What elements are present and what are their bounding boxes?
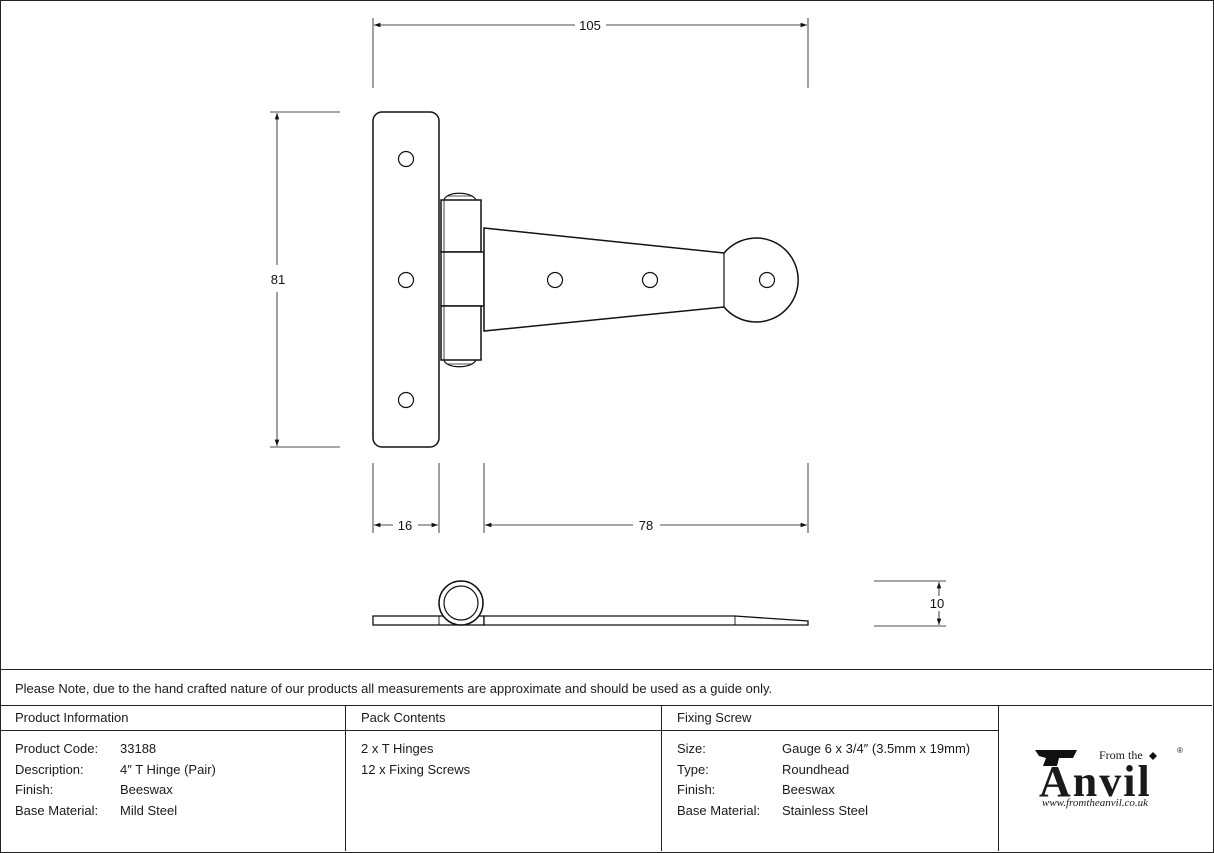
panel-title: Fixing Screw bbox=[677, 710, 752, 725]
side-knuckle-inner bbox=[443, 585, 479, 621]
pack-item: 12 x Fixing Screws bbox=[361, 762, 471, 777]
pack-contents-panel: Pack Contents 2 x T Hinges 12 x Fixing S… bbox=[346, 706, 662, 851]
logo-registered: ® bbox=[1177, 746, 1183, 755]
side-strap bbox=[483, 615, 809, 626]
technical-drawing: 105 81 16 78 10 bbox=[270, 18, 946, 627]
screw-hole bbox=[397, 391, 415, 409]
hinge-strap bbox=[483, 227, 799, 332]
screw-label: Base Material: bbox=[677, 803, 761, 818]
logo-url: www.fromtheanvil.co.uk bbox=[1042, 797, 1149, 809]
dimension-thickness: 10 bbox=[930, 596, 944, 611]
screw-value: Roundhead bbox=[782, 762, 850, 777]
info-value: 4″ T Hinge (Pair) bbox=[120, 762, 216, 777]
info-label: Finish: bbox=[15, 782, 54, 797]
dimension-plate-width: 16 bbox=[398, 518, 412, 533]
pack-item: 2 x T Hinges bbox=[361, 741, 434, 756]
panel-header: Product Information bbox=[0, 706, 345, 731]
info-value: 33188 bbox=[120, 741, 157, 756]
screw-row: Finish: Beeswax bbox=[677, 782, 835, 797]
knuckle-bottom bbox=[440, 305, 482, 361]
info-row: Product Code: 33188 bbox=[15, 741, 156, 756]
info-value: Mild Steel bbox=[120, 803, 178, 818]
fixing-screw-panel: Fixing Screw Size: Gauge 6 x 3/4″ (3.5mm… bbox=[662, 706, 999, 851]
pin-cap-bottom bbox=[443, 359, 477, 368]
dimension-overall-width: 105 bbox=[579, 18, 601, 33]
disclaimer-text: Please Note, due to the hand crafted nat… bbox=[15, 681, 773, 696]
panel-header: Pack Contents bbox=[346, 706, 661, 731]
panel-title: Pack Contents bbox=[361, 710, 446, 725]
side-knuckle-outer bbox=[438, 580, 484, 626]
screw-row: Size: Gauge 6 x 3/4″ (3.5mm x 19mm) bbox=[677, 741, 970, 756]
screw-label: Type: bbox=[677, 762, 709, 777]
hinge-plate bbox=[372, 111, 440, 448]
disclaimer-row: Please Note, due to the hand crafted nat… bbox=[0, 669, 1212, 706]
screw-hole bbox=[546, 271, 564, 289]
info-label: Description: bbox=[15, 762, 84, 777]
screw-value: Beeswax bbox=[782, 782, 835, 797]
info-label: Base Material: bbox=[15, 803, 99, 818]
panel-title: Product Information bbox=[15, 710, 129, 725]
info-value: Beeswax bbox=[120, 782, 173, 797]
anvil-icon bbox=[1035, 750, 1157, 766]
logo-brand: Anvil bbox=[1039, 757, 1152, 806]
knuckle-top bbox=[440, 199, 482, 253]
info-label: Product Code: bbox=[15, 741, 99, 756]
screw-label: Finish: bbox=[677, 782, 716, 797]
screw-hole bbox=[641, 271, 659, 289]
product-information-panel: Product Information Product Code: 33188 … bbox=[0, 706, 346, 851]
screw-row: Base Material: Stainless Steel bbox=[677, 803, 868, 818]
screw-value: Stainless Steel bbox=[782, 803, 868, 818]
panel-header: Fixing Screw bbox=[662, 706, 998, 731]
info-row: Finish: Beeswax bbox=[15, 782, 173, 797]
screw-value: Gauge 6 x 3/4″ (3.5mm x 19mm) bbox=[782, 741, 971, 756]
screw-row: Type: Roundhead bbox=[677, 762, 849, 777]
pin-cap-top bbox=[443, 192, 477, 201]
screw-hole bbox=[397, 271, 415, 289]
logo-from-the: From the bbox=[1099, 748, 1143, 762]
screw-label: Size: bbox=[677, 741, 706, 756]
dimension-height: 81 bbox=[271, 272, 285, 287]
brand-logo: From the ® Anvil www.fromtheanvil.co.uk bbox=[999, 706, 1212, 851]
info-row: Base Material: Mild Steel bbox=[15, 803, 177, 818]
screw-hole bbox=[758, 271, 776, 289]
info-row: Description: 4″ T Hinge (Pair) bbox=[15, 762, 216, 777]
dimension-strap-length: 78 bbox=[639, 518, 653, 533]
screw-hole bbox=[397, 150, 415, 168]
knuckle-middle bbox=[440, 251, 485, 307]
